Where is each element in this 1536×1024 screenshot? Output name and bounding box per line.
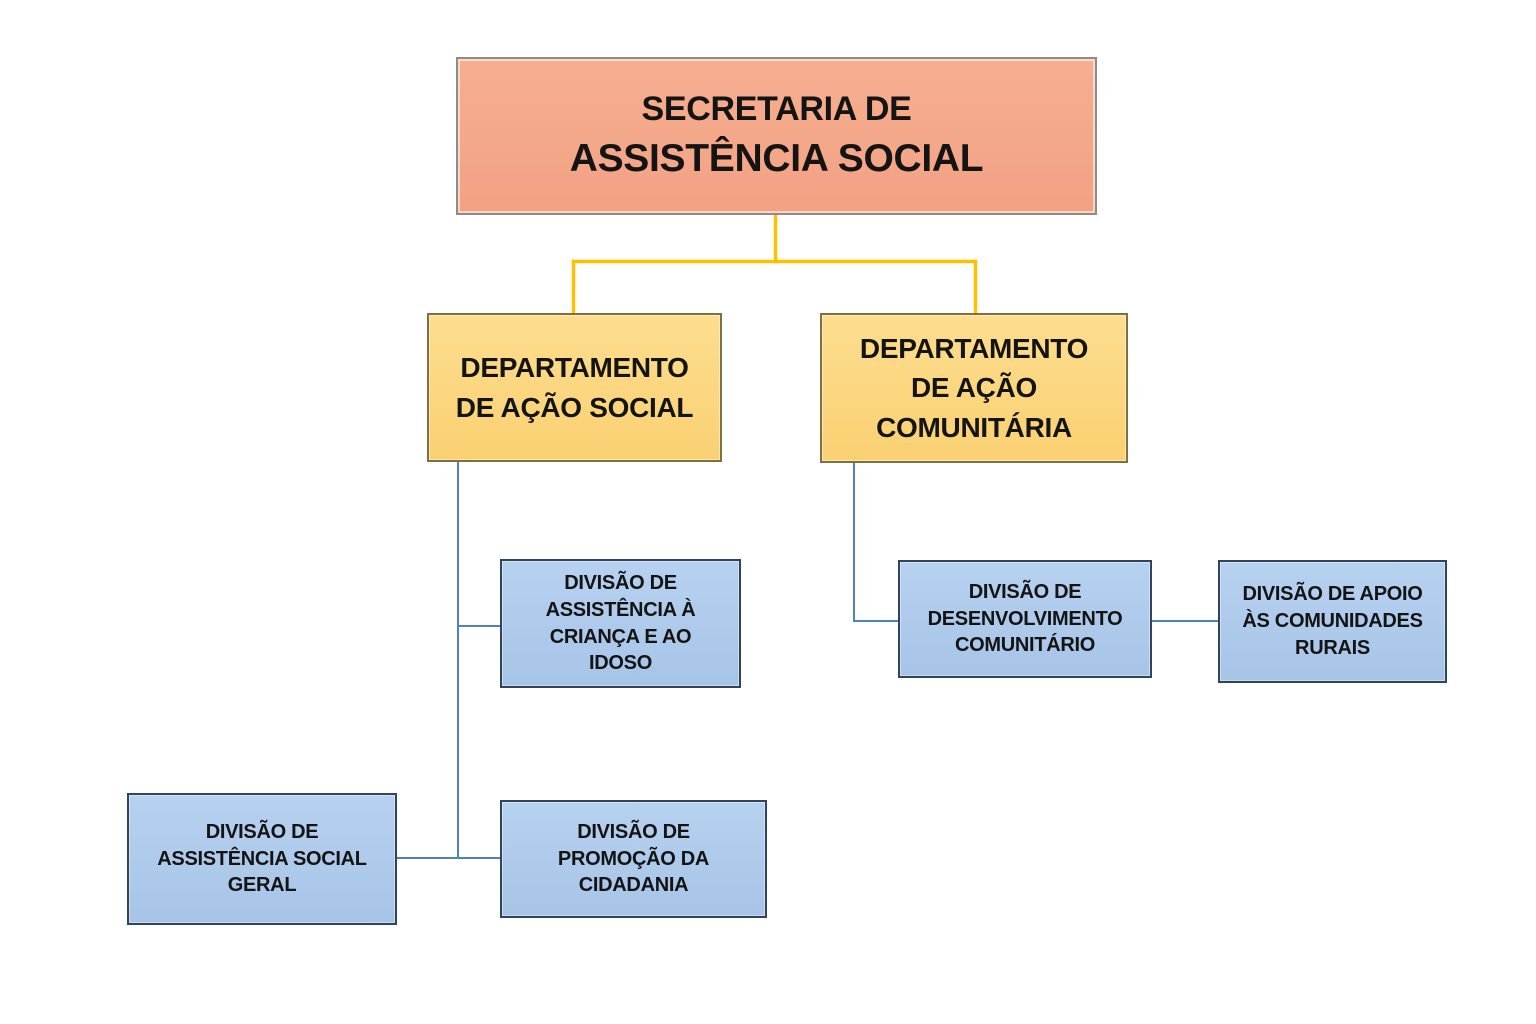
connector-root-stem — [774, 215, 777, 263]
node-secretaria-assistencia-social: SECRETARIA DE ASSISTÊNCIA SOCIAL — [456, 57, 1097, 215]
node-secretaria-line2: ASSISTÊNCIA SOCIAL — [569, 136, 984, 180]
node-departamento-acao-comunitaria: DEPARTAMENTO DE AÇÃO COMUNITÁRIA — [820, 313, 1128, 463]
connector-to-div-crianca — [459, 625, 500, 627]
connector-drop-dept-comunitaria — [974, 260, 977, 313]
node-divisao-apoio-comunidades-rurais: DIVISÃO DE APOIO ÀS COMUNIDADES RURAIS — [1218, 560, 1447, 683]
node-secretaria-line1: SECRETARIA DE — [641, 89, 912, 128]
connector-drop-dept-social — [572, 260, 575, 313]
node-divisao-assistencia-crianca-idoso: DIVISÃO DE ASSISTÊNCIA À CRIANÇA E AO ID… — [500, 559, 741, 688]
connector-to-div-desenvolvimento — [855, 620, 898, 622]
connector-root-crossbar — [572, 260, 977, 263]
connector-geral-promocao-bar — [397, 857, 500, 859]
connector-dept-social-stem — [457, 462, 459, 859]
node-divisao-assistencia-social-geral: DIVISÃO DE ASSISTÊNCIA SOCIAL GERAL — [127, 793, 397, 925]
connector-desenvolvimento-rurais — [1152, 620, 1218, 622]
node-departamento-acao-social: DEPARTAMENTO DE AÇÃO SOCIAL — [427, 313, 722, 462]
node-divisao-desenvolvimento-comunitario: DIVISÃO DE DESENVOLVIMENTO COMUNITÁRIO — [898, 560, 1152, 678]
node-divisao-promocao-cidadania: DIVISÃO DE PROMOÇÃO DA CIDADANIA — [500, 800, 767, 918]
connector-dept-comunitaria-stem — [853, 463, 855, 622]
